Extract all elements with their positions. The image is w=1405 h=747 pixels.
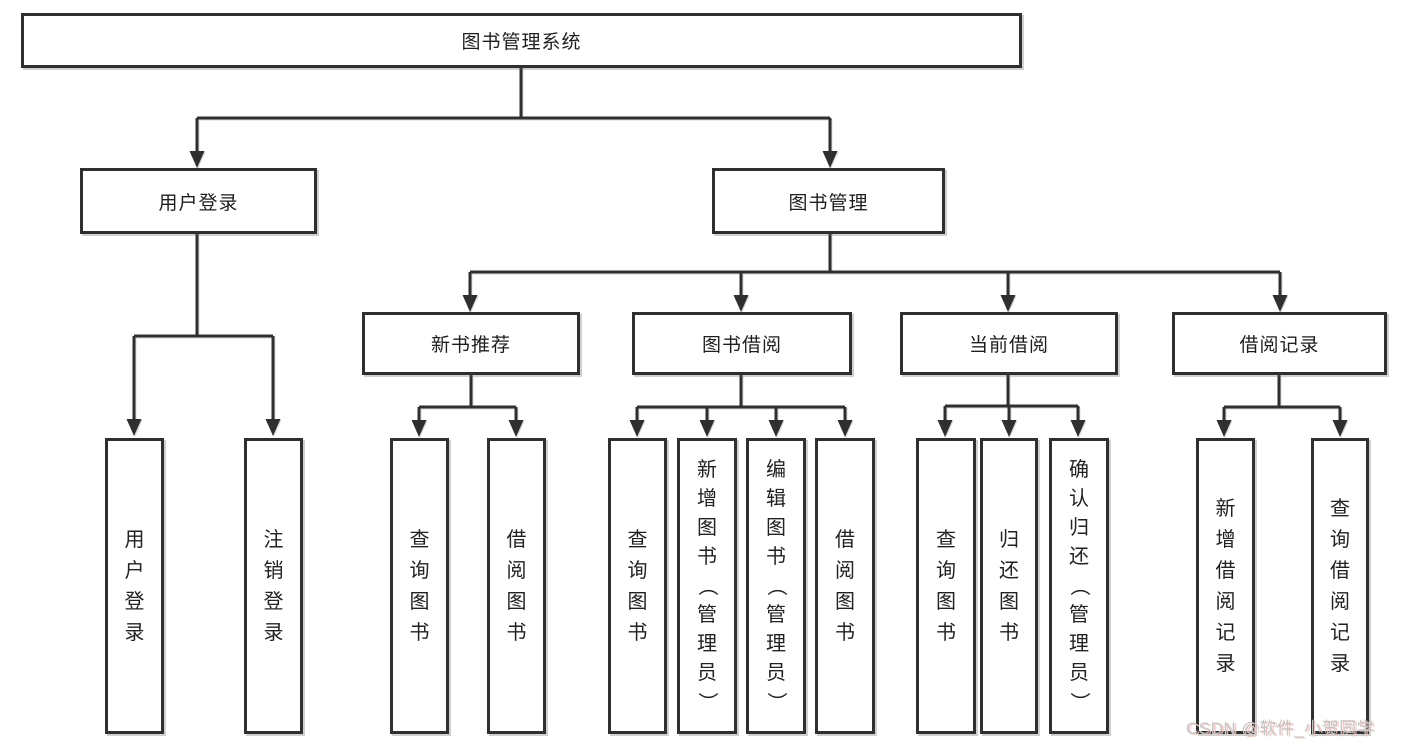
leaf-borrow-add-book-admin: 新增图书（管理员）: [677, 438, 737, 734]
node-label: 当前借阅: [968, 335, 1049, 356]
leaf-label: 确认归还（管理员）: [1068, 459, 1090, 712]
node-label: 图书管理: [788, 192, 869, 214]
leaf-label: 查询借阅记录: [1330, 497, 1350, 675]
leaf-current-confirm-return-admin: 确认归还（管理员）: [1049, 438, 1109, 734]
node-current-borrow: 当前借阅: [900, 312, 1118, 375]
leaf-borrow-edit-book-admin: 编辑图书（管理员）: [746, 438, 806, 734]
node-label: 图书借阅: [701, 335, 782, 356]
watermark: CSDN @软件_小贺同学: [1186, 719, 1375, 738]
leaf-current-query-book: 查询图书: [916, 438, 976, 734]
node-label: 用户登录: [158, 192, 239, 214]
node-borrow-records: 借阅记录: [1172, 312, 1387, 375]
leaf-newbook-borrow-book: 借阅图书: [487, 438, 546, 734]
leaf-user-login: 用户登录: [105, 438, 164, 734]
leaf-label: 注销登录: [263, 528, 284, 644]
leaf-label: 查询图书: [627, 528, 648, 644]
leaf-logout: 注销登录: [244, 438, 303, 734]
leaf-records-add-record: 新增借阅记录: [1196, 438, 1255, 734]
leaf-newbook-query-book: 查询图书: [390, 438, 449, 734]
leaf-label: 新增借阅记录: [1215, 497, 1236, 675]
leaf-records-query-record: 查询借阅记录: [1311, 438, 1369, 734]
leaf-borrow-query-book: 查询图书: [608, 438, 667, 734]
leaf-label: 查询图书: [936, 528, 956, 644]
node-label: 新书推荐: [430, 335, 511, 356]
node-new-book-recommend: 新书推荐: [362, 312, 580, 375]
leaf-label: 借阅图书: [835, 528, 855, 644]
leaf-label: 归还图书: [999, 528, 1019, 644]
leaf-label: 借阅图书: [506, 528, 527, 644]
node-label: 借阅记录: [1239, 335, 1320, 356]
leaf-label: 新增图书（管理员）: [696, 459, 718, 712]
leaf-current-return-book: 归还图书: [980, 438, 1038, 734]
node-book-management: 图书管理: [712, 168, 945, 234]
node-user-login: 用户登录: [80, 168, 317, 234]
leaf-label: 编辑图书（管理员）: [765, 459, 787, 712]
leaf-label: 用户登录: [124, 528, 145, 644]
node-label: 图书管理系统: [461, 32, 582, 53]
leaf-borrow-borrow-book: 借阅图书: [815, 438, 875, 734]
node-library-system: 图书管理系统: [21, 13, 1022, 68]
node-book-borrow: 图书借阅: [632, 312, 852, 375]
leaf-label: 查询图书: [409, 528, 430, 644]
